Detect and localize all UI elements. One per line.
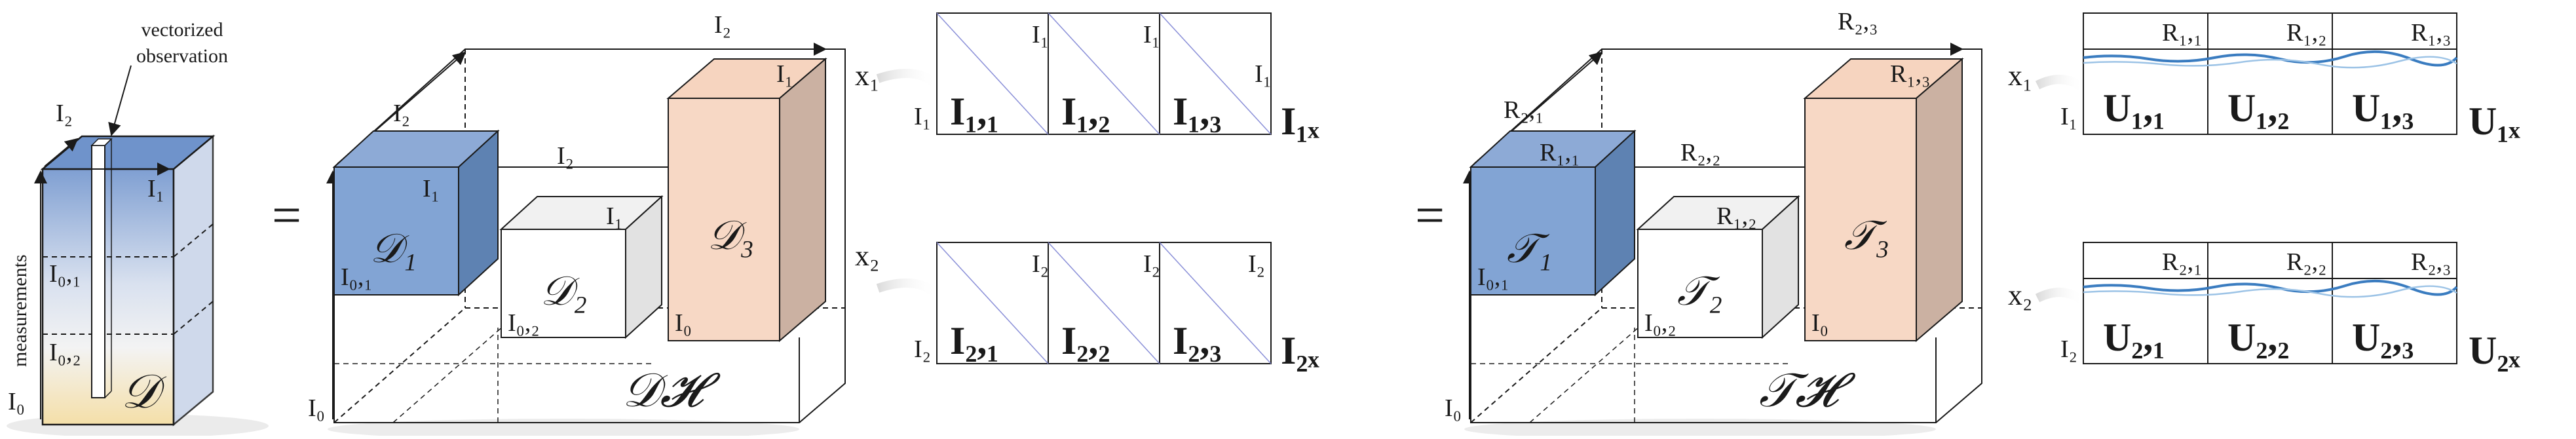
u-m2-header-1: R₂,₁ xyxy=(2162,248,2202,276)
u-m1-name: U₁ₓ xyxy=(2469,100,2520,143)
d-m1-corner-3: I₁ xyxy=(1255,60,1272,88)
measurements-axis-label: measurements xyxy=(9,254,31,367)
u-m1-cell-3: U₁,₃ xyxy=(2352,86,2414,130)
equals-sign-1: = xyxy=(272,187,301,244)
t-x1-label: x₁ xyxy=(2008,60,2032,92)
u-m1-cell-2: U₁,₂ xyxy=(2227,86,2289,130)
d-m1-row-label: I₁ xyxy=(914,103,931,130)
d-label-i2-b: I₂ xyxy=(557,142,574,170)
d-m1-corner-1: I₁ xyxy=(1032,21,1049,48)
equals-sign-2: = xyxy=(1415,187,1445,244)
t-label-i01: I₀,₁ xyxy=(1477,263,1509,291)
left-label-i0: I₀ xyxy=(8,388,25,415)
d-m1-cell-2: I₁,₂ xyxy=(1061,90,1110,133)
d-m2-row-label: I₂ xyxy=(914,335,931,363)
d-m1-cell-3: I₁,₃ xyxy=(1173,90,1221,133)
u-m2-cell-3: U₂,₃ xyxy=(2352,316,2414,359)
t-cube1-symbol: 𝒯₁ xyxy=(1507,227,1552,271)
t-block: R₂,₁ R₂,₃ R₁,₃ R₂,₂ R₁,₁ R₁,₂ I₀,₁ I₀,₂ … xyxy=(1445,8,2032,439)
d-matrix-2: I₂ I₂ I₂ I₂ I₂,₁ I₂,₂ I₂,₃ I₂ₓ xyxy=(876,242,1319,372)
d-label-i02: I₀,₂ xyxy=(508,309,540,337)
left-label-i02: I₀,₂ xyxy=(49,339,81,366)
left-label-i1: I₁ xyxy=(147,175,164,202)
u-matrix-2: R₂,₁ R₂,₂ R₂,₃ I₂ U₂,₁ U₂,₂ U₂,₃ U₂ₓ xyxy=(2035,242,2520,372)
annotation-line1: vectorized xyxy=(142,19,223,41)
d-m2-name: I₂ₓ xyxy=(1281,329,1319,372)
u-m2-header-2: R₂,₂ xyxy=(2286,248,2326,276)
t-label-r12: R₁,₂ xyxy=(1716,202,1756,230)
d-m2-cell-3: I₂,₃ xyxy=(1173,319,1221,362)
t-tensor-symbol: 𝒯𝓗 xyxy=(1759,364,1856,417)
d-m2-corner-1: I₂ xyxy=(1032,250,1049,278)
u-m2-row-label: I₂ xyxy=(2060,335,2077,363)
t-label-r23: R₂,₃ xyxy=(1838,8,1878,35)
u-m1-cell-1: U₁,₁ xyxy=(2103,86,2165,130)
d-m2-cell-2: I₂,₂ xyxy=(1061,319,1110,362)
t-label-r21: R₂,₁ xyxy=(1504,96,1544,124)
left-label-i2: I₂ xyxy=(56,100,73,127)
t-cube2-symbol: 𝒯₂ xyxy=(1677,269,1722,314)
annotation-line2: observation xyxy=(136,45,228,67)
d-m1-name: I₁ₓ xyxy=(1281,100,1319,143)
u-m2-name: U₂ₓ xyxy=(2469,329,2520,372)
u-m1-header-3: R₁,₃ xyxy=(2411,19,2451,47)
d-x2-label: x₂ xyxy=(855,240,879,272)
d-label-i1-c3: I₁ xyxy=(776,60,793,88)
t-origin-label: I₀ xyxy=(1445,394,1462,422)
u-m1-header-2: R₁,₂ xyxy=(2286,19,2326,47)
d-m2-corner-3: I₂ xyxy=(1248,250,1265,278)
d-matrix-1: I₁ I₁ I₁ I₁ I₁,₁ I₁,₂ I₁,₃ I₁ₓ xyxy=(876,12,1319,143)
d-m2-corner-2: I₂ xyxy=(1143,250,1160,278)
d-tensor-symbol: 𝒟𝓗 xyxy=(622,364,721,417)
d-label-i01: I₀,₁ xyxy=(341,263,373,291)
d-m2-cell-1: I₂,₁ xyxy=(950,319,998,362)
t-label-i0-c3: I₀ xyxy=(1811,309,1828,337)
u-matrix-1: R₁,₁ R₁,₂ R₁,₃ I₁ U₁,₁ U₁,₂ U₁,₃ U₁ₓ xyxy=(2035,12,2520,143)
left-label-i01: I₀,₁ xyxy=(49,260,81,288)
left-cube: vectorized observation I₂ I₁ I₀,₁ I₀,₂ I… xyxy=(7,19,269,438)
t-label-i02: I₀,₂ xyxy=(1644,309,1676,337)
d-m1-cell-1: I₁,₁ xyxy=(950,90,998,133)
d-block: I₂ I₂ I₁ I₂ I₁ I₁ I₀,₁ I₀,₂ I₀ I₀ 𝒟₁ 𝒟₂ … xyxy=(308,11,879,439)
d-label-i0-c3: I₀ xyxy=(675,309,692,337)
u-m1-header-1: R₁,₁ xyxy=(2162,19,2202,47)
t-cube3-symbol: 𝒯₃ xyxy=(1844,214,1889,258)
u-m2-header-3: R₂,₃ xyxy=(2411,248,2451,276)
d-label-i1-c2: I₁ xyxy=(606,202,623,230)
u-m2-cell-1: U₂,₁ xyxy=(2103,316,2165,359)
d-cube2-symbol: 𝒟₂ xyxy=(540,269,587,314)
d-x1-label: x₁ xyxy=(855,60,879,92)
t-label-r13: R₁,₃ xyxy=(1890,60,1930,88)
d-origin-label: I₀ xyxy=(308,394,325,422)
d-label-i2-top: I₂ xyxy=(714,11,731,39)
u-m2-cell-2: U₂,₂ xyxy=(2227,316,2289,359)
d-cube1-symbol: 𝒟₁ xyxy=(370,227,417,271)
d-m1-corner-2: I₁ xyxy=(1143,21,1160,48)
u-m1-row-label: I₁ xyxy=(2060,103,2077,130)
t-label-r22: R₂,₂ xyxy=(1680,139,1720,166)
d-label-i2-a: I₂ xyxy=(393,100,410,127)
d-label-i1-c1: I₁ xyxy=(423,175,440,202)
t-x2-label: x₂ xyxy=(2008,279,2032,311)
t-label-r11: R₁,₁ xyxy=(1540,139,1580,166)
d-cube3-symbol: 𝒟₃ xyxy=(708,214,754,258)
